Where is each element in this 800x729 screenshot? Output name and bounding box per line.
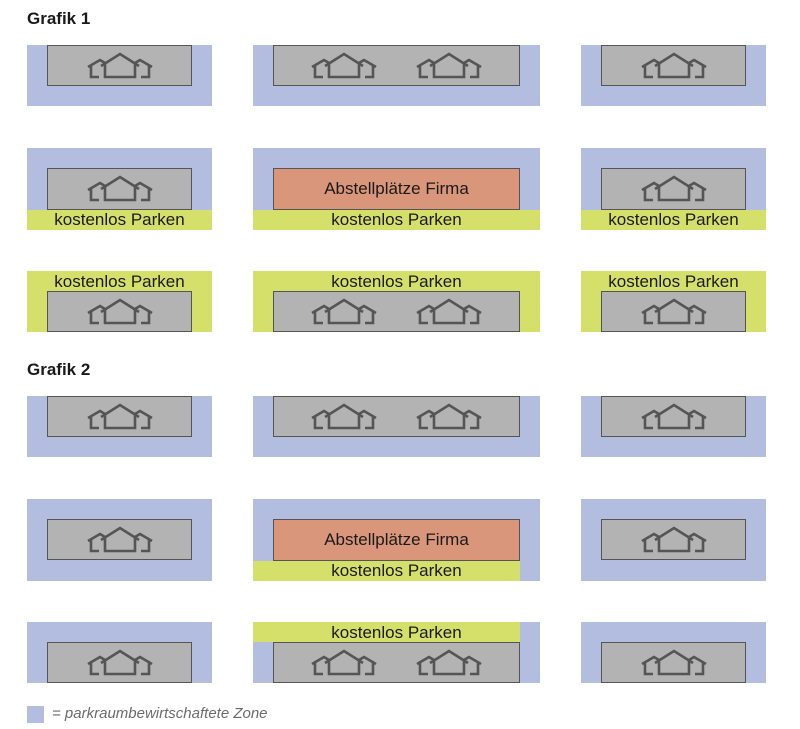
graphic-2-title: Grafik 2	[27, 360, 91, 379]
building	[273, 642, 520, 683]
block-g2-r1-c2	[253, 396, 540, 457]
houses-icon	[309, 648, 379, 678]
block-g2-r1-c1	[27, 396, 212, 457]
free-parking-strip	[253, 622, 520, 642]
company-parking-area: Abstellplätze Firma	[273, 519, 520, 561]
building	[601, 396, 746, 437]
building	[601, 291, 746, 332]
legend-swatch	[27, 706, 44, 723]
free-parking-label: kostenlos Parken	[331, 561, 462, 580]
block-g1-r2-c1: kostenlos Parken	[27, 148, 212, 230]
free-parking-strip	[27, 210, 212, 230]
company-parking-label: Abstellplätze Firma	[324, 530, 469, 549]
legend-text: = parkraumbewirtschaftete Zone	[52, 705, 268, 722]
block-g2-r2-c3	[581, 499, 766, 581]
houses-icon	[85, 297, 155, 327]
company-parking-label: Abstellplätze Firma	[324, 179, 469, 198]
free-parking-label: kostenlos Parken	[608, 272, 739, 291]
block-g2-r3-c1	[27, 622, 212, 683]
free-parking-label: kostenlos Parken	[54, 272, 185, 291]
houses-icon	[85, 402, 155, 432]
block-g2-r3-c2: kostenlos Parken	[253, 622, 540, 683]
building	[47, 642, 192, 683]
building	[273, 396, 520, 437]
houses-icon	[414, 51, 484, 81]
block-g2-r3-c3	[581, 622, 766, 683]
block-g1-r3-c3: kostenlos Parken	[581, 271, 766, 332]
houses-icon	[639, 174, 709, 204]
building	[47, 291, 192, 332]
block-g1-r3-c1: kostenlos Parken	[27, 271, 212, 332]
block-g2-r2-c2: Abstellplätze Firma kostenlos Parken	[253, 499, 540, 581]
graphic-1-title: Grafik 1	[27, 9, 91, 28]
free-parking-label: kostenlos Parken	[54, 210, 185, 229]
block-g1-r3-c2: kostenlos Parken	[253, 271, 540, 332]
building	[47, 45, 192, 86]
houses-icon	[85, 525, 155, 555]
building	[47, 396, 192, 437]
block-g1-r1-c3	[581, 45, 766, 106]
free-parking-strip	[581, 210, 766, 230]
building	[47, 519, 192, 560]
block-g1-r1-c1	[27, 45, 212, 106]
block-g2-r2-c1	[27, 499, 212, 581]
building	[273, 45, 520, 86]
block-g1-r2-c2: Abstellplätze Firma kostenlos Parken	[253, 148, 540, 230]
company-parking-area: Abstellplätze Firma	[273, 168, 520, 210]
houses-icon	[414, 402, 484, 432]
houses-icon	[639, 51, 709, 81]
block-g1-r2-c3: kostenlos Parken	[581, 148, 766, 230]
houses-icon	[639, 402, 709, 432]
free-parking-label: kostenlos Parken	[331, 210, 462, 229]
free-parking-label: kostenlos Parken	[608, 210, 739, 229]
free-parking-label: kostenlos Parken	[331, 623, 462, 642]
building	[601, 45, 746, 86]
building	[47, 168, 192, 210]
building	[601, 642, 746, 683]
houses-icon	[309, 402, 379, 432]
houses-icon	[414, 648, 484, 678]
building	[601, 519, 746, 560]
houses-icon	[639, 297, 709, 327]
building	[273, 291, 520, 332]
block-g1-r1-c2	[253, 45, 540, 106]
free-parking-strip	[253, 210, 540, 230]
houses-icon	[639, 648, 709, 678]
houses-icon	[309, 51, 379, 81]
houses-icon	[309, 297, 379, 327]
houses-icon	[85, 51, 155, 81]
houses-icon	[85, 174, 155, 204]
houses-icon	[85, 648, 155, 678]
houses-icon	[414, 297, 484, 327]
free-parking-label: kostenlos Parken	[331, 272, 462, 291]
block-g2-r1-c3	[581, 396, 766, 457]
free-parking-strip	[253, 561, 520, 581]
houses-icon	[639, 525, 709, 555]
building	[601, 168, 746, 210]
